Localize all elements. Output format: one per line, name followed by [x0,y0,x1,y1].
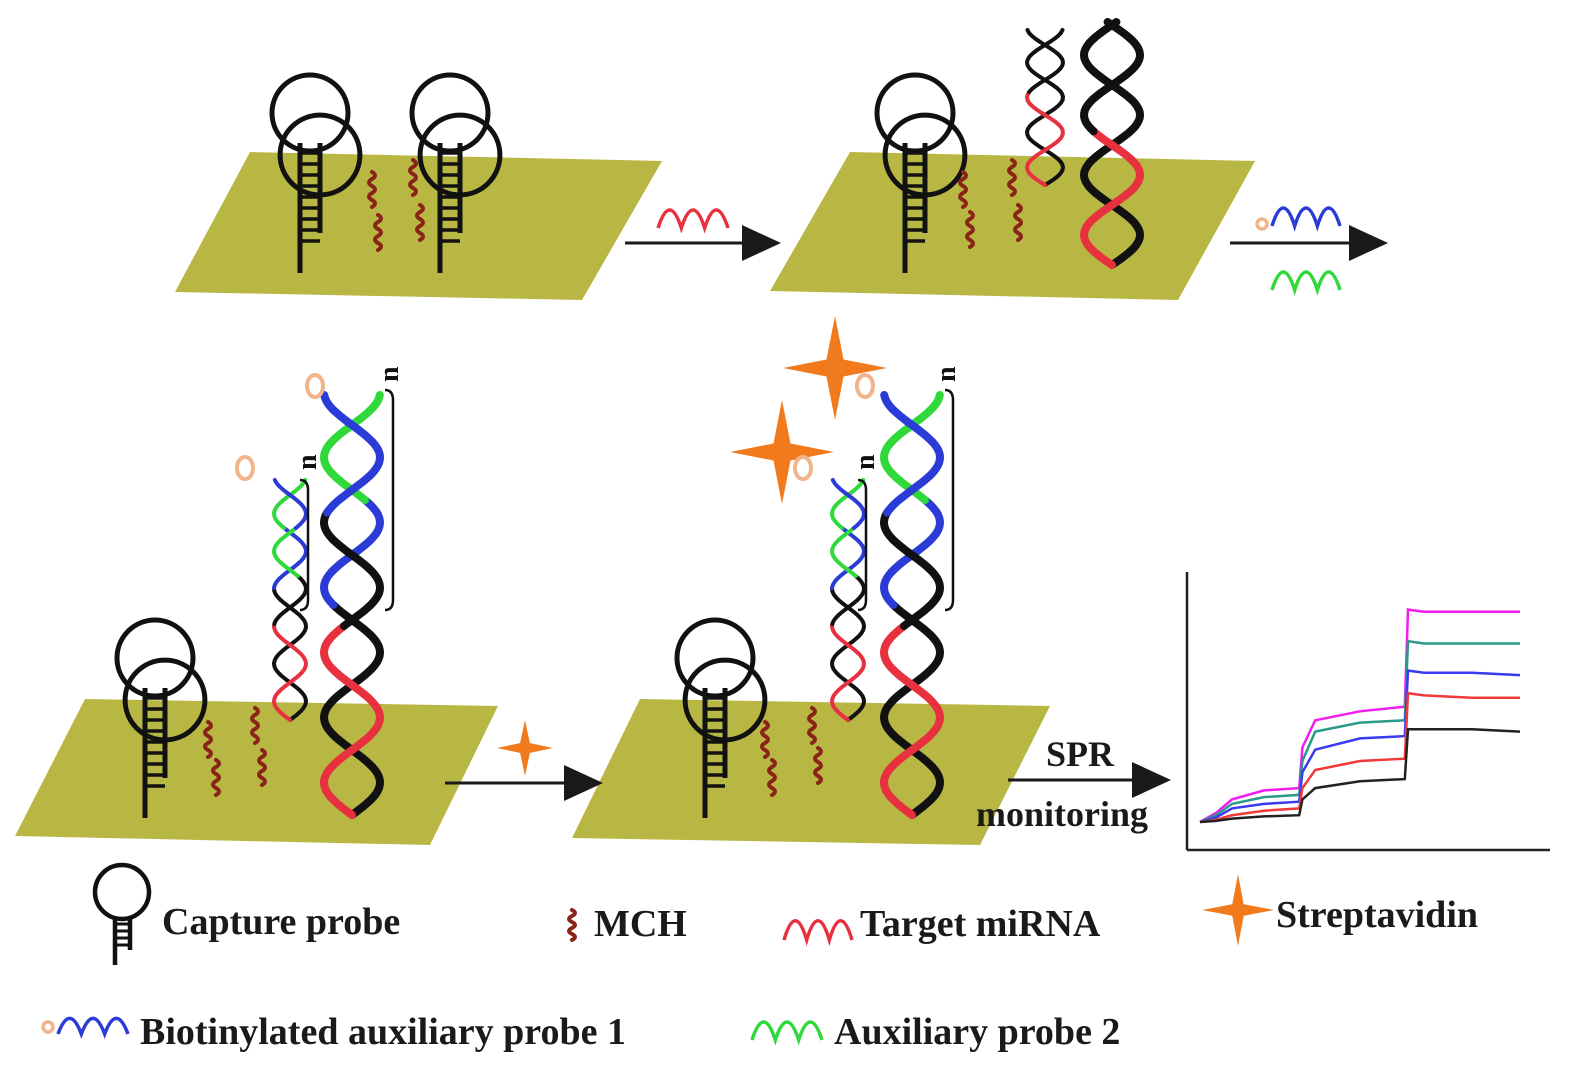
biotin-tag [235,455,255,481]
biotin-tag [793,455,813,481]
spr-label: SPR [1046,734,1115,774]
biotin-tag [305,373,325,399]
mch-molecule [367,170,377,209]
mch-molecule [1007,158,1017,197]
biotinylated-probe-icon [56,1016,130,1039]
amplified-helix-small [271,478,309,722]
biotin-icon [1255,217,1269,231]
monitoring-label: monitoring [976,794,1149,834]
mch-molecule [415,203,425,242]
repeat-bracket [384,388,395,612]
spr-series-line [1199,608,1520,824]
mch-molecule [807,706,817,745]
legend-biotinylated-probe-label: Biotinylated auxiliary probe 1 [140,1011,626,1053]
legend-auxiliary-probe-2-label: Auxiliary probe 2 [834,1011,1121,1053]
mch-molecule [965,210,975,249]
legend-target-mirna-label: Target miRNA [860,903,1101,945]
mch-molecule [203,720,213,759]
streptavidin-helix-large [879,391,945,819]
target-mirna-icon [656,208,730,234]
spr-series-line [1199,669,1521,824]
repeat-bracket [857,478,868,612]
auxiliary-probe-2-icon [1270,270,1342,296]
capture-probe [269,72,363,273]
mch-molecule [760,720,770,759]
legend-streptavidin-label: Streptavidin [1276,894,1479,936]
repeat-n-label: n [850,454,881,470]
target-mirna-icon [782,919,854,947]
streptavidin-icon [1202,874,1274,946]
spr-sensorgram-chart [1185,572,1550,852]
mch-molecule [767,758,777,797]
legend-mch-label: MCH [594,903,687,945]
mch-molecule [408,158,418,197]
capture-probe [114,617,208,818]
repeat-bracket [944,388,955,612]
streptavidin-icon [730,400,834,504]
biotin-icon [41,1020,55,1034]
target-hybrid-helix-small [1024,28,1066,187]
mch-molecule [813,746,823,785]
capture-probe [874,72,968,273]
mch-icon [567,908,577,942]
capture-probe [674,617,768,818]
mch-molecule [211,758,221,797]
auxiliary-probe-2-icon [750,1020,824,1046]
streptavidin-icon [497,720,553,776]
mch-molecule [1013,203,1023,242]
capture-probe-icon [92,862,152,965]
repeat-bracket [299,478,310,612]
capture-probe [409,72,503,273]
streptavidin-icon [783,316,887,420]
streptavidin-helix-small [829,478,867,722]
repeat-n-label: n [374,366,405,382]
legend-capture-probe-label: Capture probe [162,901,401,943]
amplified-helix-large [319,391,385,819]
repeat-n-label: n [931,366,962,382]
mch-molecule [958,170,968,209]
mch-molecule [373,213,383,252]
spr-series-line [1199,639,1520,824]
target-hybrid-helix-large [1079,18,1145,269]
mch-molecule [257,748,267,787]
gold-surface-3 [15,699,498,845]
biotin-tag [855,373,875,399]
mch-molecule [250,706,260,745]
biotinylated-probe-icon [1270,206,1342,232]
spr-series-line [1199,691,1520,824]
spr-series-line [1199,728,1521,824]
repeat-n-label: n [292,454,323,470]
